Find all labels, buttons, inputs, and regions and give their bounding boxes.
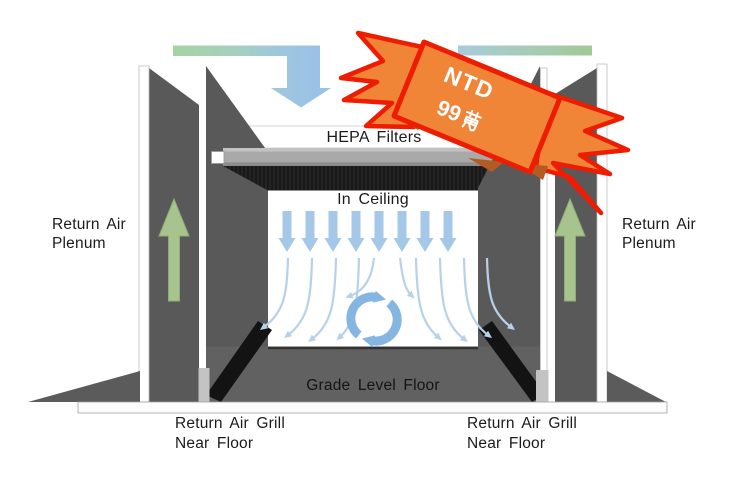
hepa-filter-bar-highlight [223,148,505,152]
hepa-filter-bar [223,148,505,166]
wan-character-glyph [461,109,482,132]
return-air-up-arrow-right-icon [554,197,586,302]
baseboard-grill-right [479,321,545,402]
return-air-up-arrow-left-icon [158,197,190,302]
hepa-filter-bar-shade [223,162,505,166]
label-line: Near Floor [467,434,546,452]
label-line: Plenum [52,235,106,252]
supply-air-bar-right-icon [458,45,592,56]
wall-edge-strip-left [138,65,150,403]
diffuser-wedge-texture [223,166,505,191]
badge-fold-mid [468,158,504,172]
label-line: Return Air [622,216,696,233]
label-grade-level-floor: Grade Level Floor [306,377,440,394]
label-hepa-filters: HEPA Filters [326,129,422,146]
label-return-air-plenum-left: Return Air Plenum [52,215,126,253]
downflow-arrows-icon [278,211,457,252]
label-return-air-grill-right: Return Air Grill Near Floor [467,414,577,453]
supply-air-bent-arrow-icon [173,45,331,108]
filter-bar-end-cap [211,151,225,164]
floor-slab-strip [77,401,668,414]
badge-panel [391,39,563,175]
streamlines-icon [260,257,515,343]
floor-apron-left [28,371,140,402]
label-line: Plenum [622,235,676,252]
label-return-air-grill-left: Return Air Grill Near Floor [175,414,285,453]
recycle-arrows-icon [346,290,402,348]
floor-apron-right [607,371,666,402]
price-badge: NTD 99 [338,30,631,216]
label-return-air-plenum-right: Return Air Plenum [622,215,696,253]
label-line: Return Air Grill [467,415,577,432]
badge-right-ribbon [533,89,631,216]
gap-shadow-left [198,368,210,402]
label-line: Near Floor [175,434,254,452]
gap-shadow-right [536,370,549,402]
label-line: Return Air [52,216,126,233]
label-in-ceiling: In Ceiling [337,191,409,208]
baseboard-grill-left [206,321,272,402]
floor [206,346,540,403]
label-line: Return Air Grill [175,415,285,432]
